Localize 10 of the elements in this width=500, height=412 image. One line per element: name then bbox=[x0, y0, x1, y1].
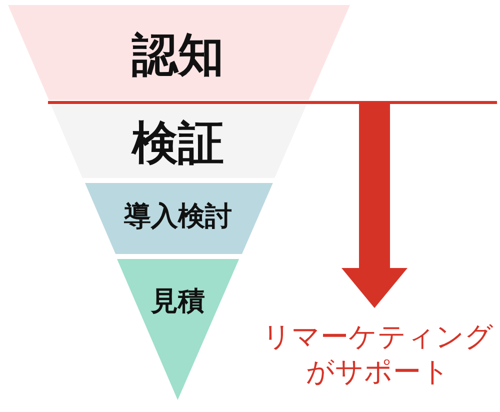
funnel-band bbox=[84, 183, 272, 254]
caption-text: リマーケティングがサポート bbox=[262, 308, 494, 389]
funnel-band bbox=[117, 259, 240, 400]
arrow bbox=[342, 102, 408, 308]
stage-label: 検証 bbox=[132, 118, 224, 168]
stage-label: 認知 bbox=[132, 30, 224, 80]
stage-label: 導入検討 bbox=[124, 202, 232, 232]
funnel-band bbox=[8, 5, 350, 100]
funnel-band bbox=[51, 105, 306, 178]
stage-label: 見積 bbox=[150, 287, 205, 317]
